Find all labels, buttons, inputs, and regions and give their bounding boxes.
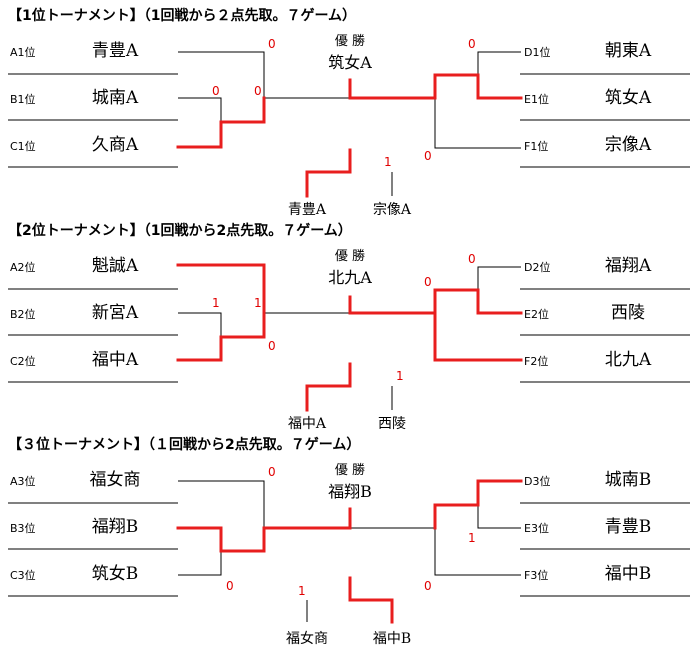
section-2: 【2位トーナメント】（1回戦から2点先取。７ゲーム） 優 勝 北九A A2位 魁…	[8, 222, 690, 432]
section-1-left-underlines	[8, 73, 178, 168]
section-1-third-win-path	[305, 148, 352, 198]
section-2-seed-e: E2位	[524, 307, 549, 321]
section-3-right-qf-bottom	[477, 505, 521, 529]
section-3-seed-f: F3位	[524, 568, 548, 582]
section-1-team-d: 朝東A	[605, 41, 652, 61]
section-3-left-qf-bottom	[178, 551, 222, 576]
section-1-seed-e: E1位	[524, 92, 549, 106]
section-1-team-a: 青豊A	[92, 41, 139, 61]
section-2-team-a: 魁誠A	[92, 256, 139, 276]
section-1-seed-a: A1位	[10, 45, 36, 59]
section-2-seed-c: C2位	[10, 354, 36, 368]
section-3: 【３位トーナメント】（１回戦から2点先取。７ゲーム） 優 勝 福翔B A3位 福…	[8, 436, 690, 647]
section-3-right-underlines	[520, 502, 690, 597]
section-3-score: 0	[226, 579, 234, 593]
section-1-right-lower-link	[434, 98, 521, 149]
section-2-score: 0	[468, 252, 476, 266]
section-3-right-win-path	[433, 479, 523, 530]
section-2-third-left-team: 福中A	[288, 416, 327, 432]
section-2-right-qf-top	[477, 266, 521, 290]
section-1: 【1位トーナメント】（1回戦から２点先取。７ゲーム） 優 勝 筑女A A1位 青…	[8, 7, 690, 218]
section-3-left-underlines	[8, 502, 178, 597]
section-1-score: 0	[212, 84, 220, 98]
section-2-champion: 北九A	[328, 268, 372, 287]
section-3-champion: 福翔B	[328, 482, 372, 501]
section-3-team-d: 城南B	[605, 470, 652, 490]
section-2-left-bottom-win	[176, 311, 266, 362]
section-2-right-underlines	[520, 288, 690, 383]
section-1-left-win-path	[176, 96, 266, 149]
section-2-score: 0	[424, 275, 432, 289]
section-2-score: 1	[212, 296, 220, 310]
section-2-seed-f: F2位	[524, 354, 548, 368]
section-2-third-right-team: 西陵	[378, 416, 406, 432]
section-3-seed-d: D3位	[524, 474, 550, 488]
section-3-third-left-team: 福女商	[286, 630, 328, 647]
section-1-score: 0	[254, 84, 262, 98]
section-2-team-c: 福中A	[92, 350, 139, 370]
section-3-title: 【３位トーナメント】（１回戦から2点先取。７ゲーム）	[8, 436, 360, 453]
section-2-team-e: 西陵	[611, 303, 645, 323]
section-2-score: 0	[268, 339, 276, 353]
section-1-left-upper-link	[178, 51, 350, 99]
section-2-team-d: 福翔A	[605, 256, 652, 276]
section-2-champion-label: 優 勝	[335, 249, 365, 264]
section-2-left-underlines	[8, 288, 178, 383]
section-1-right-qf-top	[477, 51, 521, 75]
section-2-team-f: 北九A	[605, 350, 652, 370]
section-3-left-win-path	[176, 507, 352, 553]
section-3-third-win-path	[348, 576, 394, 624]
section-2-team-b: 新宮A	[92, 303, 139, 323]
section-1-title: 【1位トーナメント】（1回戦から２点先取。７ゲーム）	[8, 7, 356, 24]
section-1-right-underlines	[520, 73, 690, 168]
section-3-team-b: 福翔B	[92, 517, 139, 537]
section-3-score: 0	[424, 579, 432, 593]
section-2-score: 1	[396, 369, 404, 383]
section-1-champion: 筑女A	[328, 53, 372, 72]
section-1-score: 0	[268, 37, 276, 51]
section-1-score: 0	[468, 37, 476, 51]
section-1-third-left-team: 青豊A	[288, 202, 327, 218]
section-2-seed-d: D2位	[524, 260, 550, 274]
section-1-score: 0	[424, 149, 432, 163]
section-1-seed-f: F1位	[524, 139, 548, 153]
section-1-left-qf-top	[178, 97, 222, 122]
section-3-team-f: 福中B	[605, 564, 652, 584]
section-2-score: 1	[254, 296, 262, 310]
section-1-seed-b: B1位	[10, 92, 36, 106]
section-3-seed-a: A3位	[10, 474, 36, 488]
section-3-seed-c: C3位	[10, 568, 36, 582]
section-3-champion-label: 優 勝	[335, 463, 365, 478]
section-1-team-b: 城南A	[92, 88, 139, 108]
section-1-team-c: 久商A	[92, 135, 139, 155]
section-2-seed-a: A2位	[10, 260, 36, 274]
section-2-third-win-path	[305, 362, 352, 412]
section-3-third-right-team: 福中B	[373, 631, 411, 647]
section-1-team-f: 宗像A	[605, 135, 652, 155]
section-1-right-win-path	[348, 73, 523, 100]
section-1-team-e: 筑女A	[605, 88, 652, 108]
section-3-team-c: 筑女B	[92, 564, 139, 584]
section-2-left-qf-top	[178, 312, 222, 337]
section-1-champion-label: 優 勝	[335, 34, 365, 49]
section-1-seed-c: C1位	[10, 139, 36, 153]
section-3-score: 1	[298, 584, 306, 598]
section-2-title: 【2位トーナメント】（1回戦から2点先取。７ゲーム）	[8, 222, 352, 239]
section-3-team-e: 青豊B	[605, 517, 652, 537]
section-2-right-qf-win	[433, 288, 523, 315]
section-2-seed-b: B2位	[10, 307, 36, 321]
section-3-team-a: 福女商	[90, 470, 141, 490]
section-3-score: 1	[468, 531, 476, 545]
section-3-score: 0	[268, 465, 276, 479]
section-1-seed-d: D1位	[524, 45, 550, 59]
section-3-left-top-link	[178, 480, 265, 528]
section-1-third-right-team: 宗像A	[373, 202, 412, 218]
section-3-right-lower-link	[434, 528, 521, 576]
section-3-seed-b: B3位	[10, 521, 36, 535]
section-1-score: 1	[384, 155, 392, 169]
section-3-seed-e: E3位	[524, 521, 549, 535]
section-2-left-top-win	[176, 263, 266, 315]
